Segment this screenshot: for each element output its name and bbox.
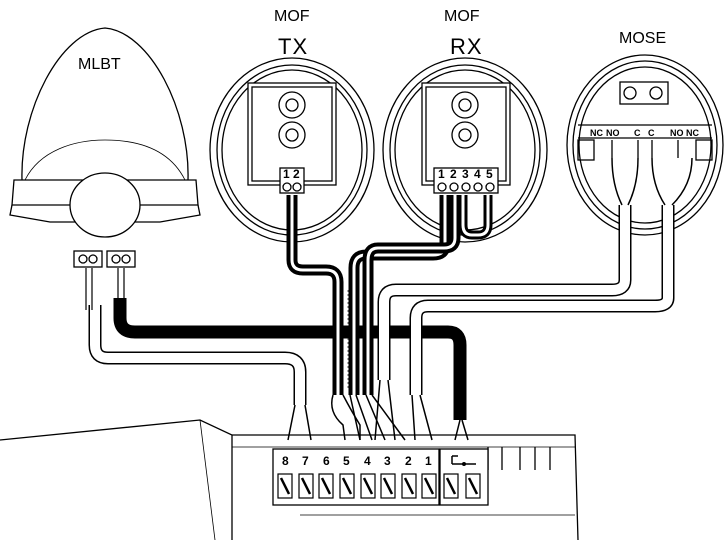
mof-rx-type-label: MOF [444,8,480,25]
tx-terminal-label: 2 [293,167,300,181]
board-terminal-label: 6 [323,454,330,468]
cable-mose [374,157,693,441]
rx-terminal-label: 2 [450,167,457,181]
cable-tx [286,195,361,441]
rx-label: RX [450,34,483,59]
rx-terminal-label: 3 [462,167,469,181]
board-terminal-label: 3 [384,454,391,468]
tx-label: TX [278,34,309,59]
cable-rx [348,195,493,441]
mose-selector [566,54,724,236]
rx-terminal-label: 5 [486,167,493,181]
rx-terminal-label: 1 [438,167,445,181]
board-terminal-label: 8 [282,454,289,468]
board-terminal-label: 5 [343,454,350,468]
mose-contact-label: C [634,128,641,138]
mof-tx-type-label: MOF [274,8,310,25]
mose-contact-label: C [648,128,655,138]
board-terminal-screw-slots [279,477,479,495]
mof-rx-photocell [382,57,548,243]
mose-contact-label: NC [686,128,699,138]
board-terminal-label: 7 [302,454,309,468]
board-terminal-label: 1 [425,454,432,468]
mose-contact-label: NO [670,128,684,138]
mlbt-label: MLBT [78,56,121,73]
mlbt-lamp [9,27,201,268]
cable-mlbt-power [85,268,312,441]
board-terminal-label: 2 [405,454,412,468]
mose-contact-label: NC [590,128,603,138]
tx-terminal-label: 1 [283,167,290,181]
rx-terminal-label: 4 [474,167,481,181]
board-terminal-label: 4 [364,454,371,468]
cable-mlbt-antenna [113,268,469,441]
mose-contact-label: NO [606,128,620,138]
antenna-icon [451,455,476,466]
cable-bundle-shading [332,290,349,390]
mose-label: MOSE [619,30,667,47]
